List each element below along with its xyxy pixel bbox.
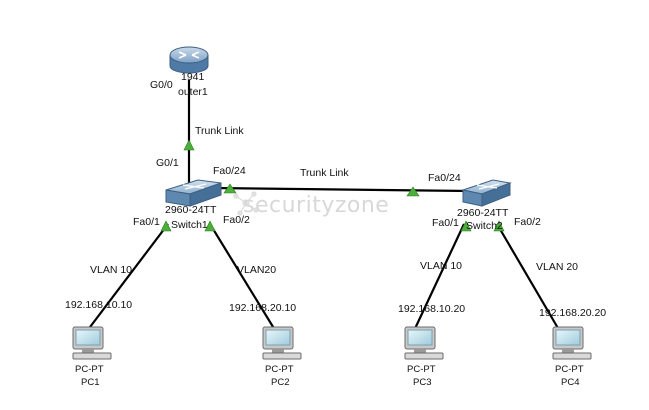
- switch1-uplink-port-label: G0/1: [156, 157, 179, 169]
- pc3-vlan-label: VLAN 10: [420, 260, 463, 272]
- router-model-label: 1941: [181, 71, 205, 83]
- pc4-vlan-label: VLAN 20: [536, 261, 579, 273]
- pc4-ip-label: 192.168.20.20: [539, 307, 607, 319]
- switch1-port-a-label: Fa0/1: [133, 216, 160, 228]
- switch1-name-label: Switch1: [171, 219, 208, 231]
- port-up-icon: [204, 220, 216, 232]
- pc4-icon[interactable]: [552, 326, 592, 360]
- pc2-type-label: PC-PT: [265, 364, 294, 375]
- pc3-name-label: PC3: [413, 377, 432, 388]
- pc2-ip-label: 192.168.20.10: [229, 302, 297, 314]
- switch1-trunk-port-label: Fa0/24: [213, 165, 246, 177]
- port-up-icon: [493, 220, 505, 232]
- link-switch2-pc3: [411, 223, 465, 336]
- port-up-icon: [183, 139, 195, 151]
- link-switch1-switch2: [209, 186, 471, 193]
- watermark-logo-icon: [233, 191, 259, 216]
- pc1-vlan-label: VLAN 10: [90, 264, 133, 276]
- router-name-label: outer1: [178, 86, 208, 98]
- switch2-port-b-label: Fa0/2: [514, 216, 541, 228]
- pc3-type-label: PC-PT: [407, 364, 436, 375]
- pc3-icon[interactable]: [404, 326, 444, 360]
- router-icon[interactable]: [169, 46, 209, 74]
- inter-switch-link-label: Trunk Link: [300, 167, 349, 179]
- pc2-vlan-label: VLAN20: [237, 264, 277, 276]
- port-up-icon: [160, 220, 172, 232]
- links: [83, 80, 563, 336]
- link-switch1-pc2: [209, 223, 279, 336]
- port-up-icon: [460, 220, 472, 232]
- port-up-icon: [223, 183, 237, 194]
- pc4-name-label: PC4: [561, 377, 580, 388]
- watermark: securityzone: [243, 193, 390, 218]
- switch2-port-a-label: Fa0/1: [432, 217, 459, 229]
- pc2-name-label: PC2: [271, 377, 290, 388]
- switch2-name-label: Switch2: [466, 220, 503, 232]
- switch2-icon[interactable]: [461, 179, 512, 207]
- pc4-type-label: PC-PT: [555, 364, 584, 375]
- pc2-icon[interactable]: [262, 326, 302, 360]
- port-status-markers: [160, 139, 505, 232]
- pc1-icon[interactable]: [72, 326, 112, 360]
- pc1-type-label: PC-PT: [75, 364, 104, 375]
- switch2-model-label: 2960-24TT: [457, 207, 509, 219]
- router-port-label: G0/0: [150, 79, 173, 91]
- pc1-ip-label: 192.168.10.10: [65, 299, 133, 311]
- switch2-trunk-port-label: Fa0/24: [428, 172, 461, 184]
- switch1-icon[interactable]: [165, 179, 222, 207]
- switch1-port-b-label: Fa0/2: [223, 214, 250, 226]
- port-up-icon: [406, 186, 420, 197]
- link-switch2-pc4: [496, 223, 563, 336]
- switch1-model-label: 2960-24TT: [165, 204, 217, 216]
- pc1-name-label: PC1: [81, 377, 100, 388]
- uplink-label: Trunk Link: [195, 125, 244, 137]
- link-switch1-pc1: [83, 223, 169, 336]
- pc3-ip-label: 192.168.10.20: [398, 303, 466, 315]
